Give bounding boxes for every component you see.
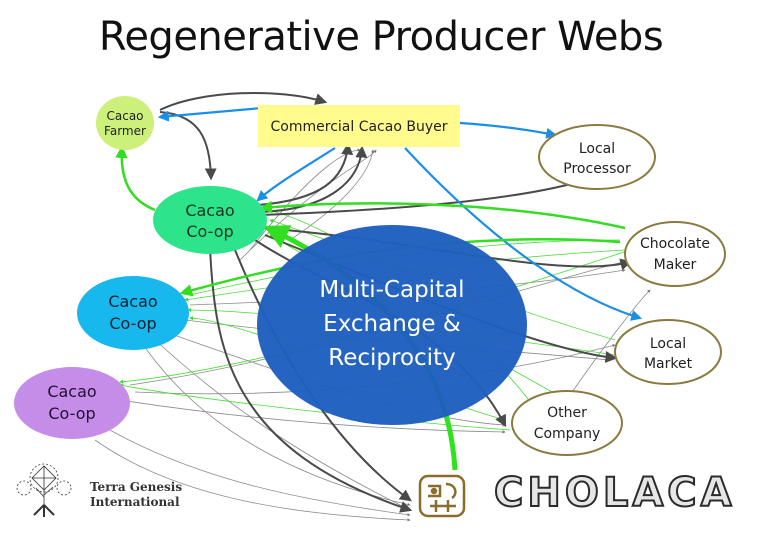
coop3-line2: Co-op bbox=[48, 404, 95, 423]
processor-line1: Local bbox=[579, 141, 615, 157]
node-local-processor: Local Processor bbox=[538, 124, 656, 190]
node-local-market: Local Market bbox=[614, 319, 722, 385]
chocolate-line2: Maker bbox=[654, 257, 697, 273]
market-line2: Market bbox=[644, 356, 693, 372]
node-chocolate-maker: Chocolate Maker bbox=[624, 221, 726, 287]
coop2-line2: Co-op bbox=[109, 314, 156, 333]
buyer-label: Commercial Cacao Buyer bbox=[271, 119, 448, 135]
terra-line1: Terra Genesis bbox=[90, 480, 183, 494]
cholaca-logo-text: CHOLACA bbox=[493, 469, 736, 517]
chocolate-line1: Chocolate bbox=[640, 236, 710, 252]
coop3-line1: Cacao bbox=[47, 382, 96, 401]
node-cacao-coop-purple: Cacao Co-op bbox=[14, 367, 130, 439]
farmer-line1: Cacao bbox=[106, 109, 143, 123]
hub-line2: Exchange & bbox=[323, 311, 461, 337]
page-title: Regenerative Producer Webs bbox=[98, 14, 664, 60]
node-commercial-buyer: Commercial Cacao Buyer bbox=[258, 105, 460, 147]
node-cacao-farmer: Cacao Farmer bbox=[96, 96, 154, 150]
market-line1: Local bbox=[650, 336, 686, 352]
coop1-line2: Co-op bbox=[186, 222, 233, 241]
cholaca-glyph-icon bbox=[418, 474, 466, 518]
processor-line2: Processor bbox=[563, 161, 631, 177]
coop1-line1: Cacao bbox=[185, 201, 234, 220]
other-line2: Company bbox=[534, 426, 601, 442]
node-cacao-coop-green: Cacao Co-op bbox=[153, 186, 267, 254]
terra-genesis-tree-icon bbox=[16, 463, 72, 517]
terra-line2: International bbox=[90, 495, 180, 509]
node-multi-capital-hub: Multi-Capital Exchange & Reciprocity bbox=[257, 225, 527, 425]
blue-arrows bbox=[157, 106, 643, 321]
hub-line3: Reciprocity bbox=[328, 345, 455, 371]
coop2-line1: Cacao bbox=[108, 292, 157, 311]
hub-line1: Multi-Capital bbox=[319, 277, 464, 303]
node-cacao-coop-blue: Cacao Co-op bbox=[77, 276, 189, 350]
terra-genesis-logo-text: Terra Genesis International bbox=[90, 480, 182, 510]
node-other-company: Other Company bbox=[511, 390, 623, 456]
other-line1: Other bbox=[547, 405, 587, 421]
farmer-line2: Farmer bbox=[104, 124, 146, 138]
